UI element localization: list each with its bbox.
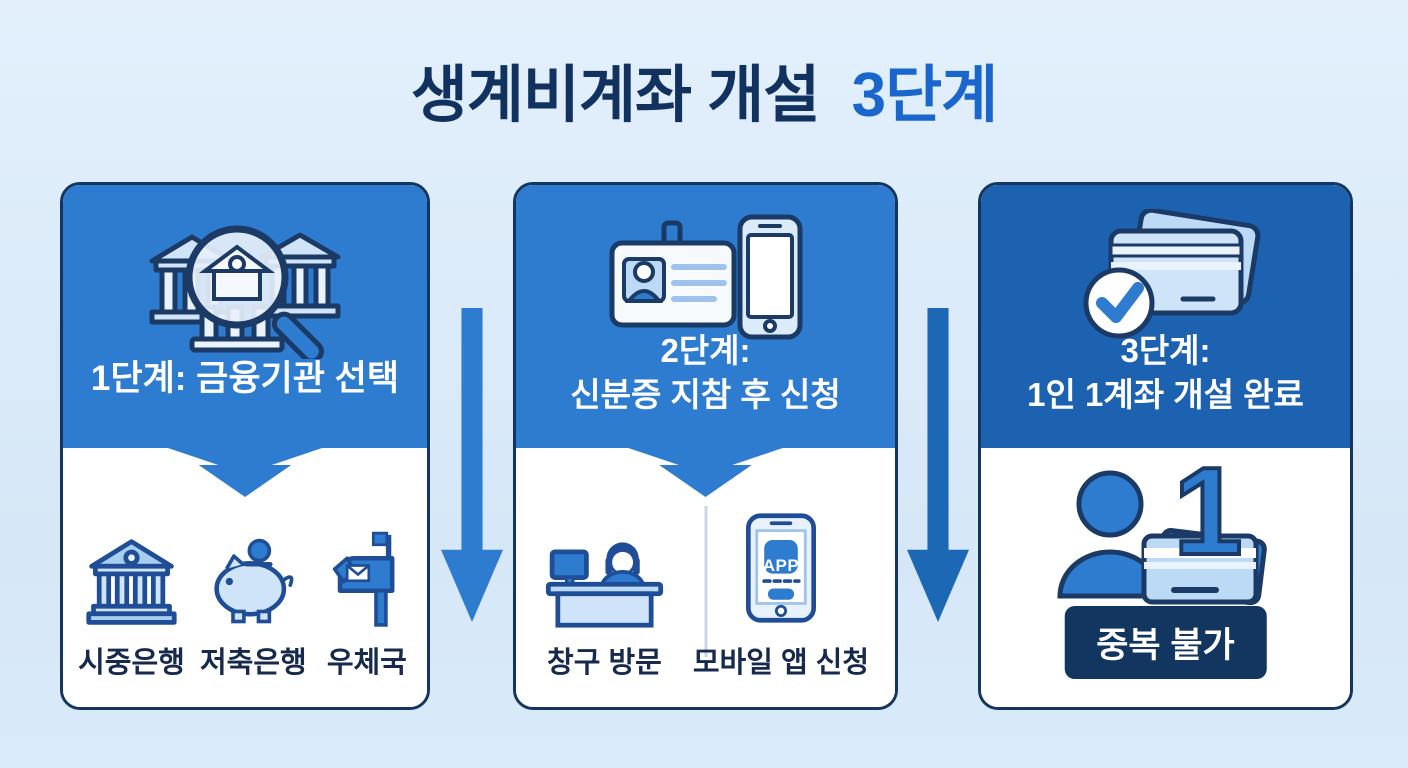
option-savings-bank: 저축은행: [200, 534, 307, 681]
step3-title: 3단계: 1인 1계좌 개설 완료: [981, 329, 1350, 418]
option-label: 모바일 앱 신청: [692, 647, 870, 679]
option-post-office: 우체국: [322, 529, 412, 681]
person-single-account-icon: 1: [1046, 448, 1286, 624]
option-commercial-bank: 시중은행: [78, 534, 185, 681]
step3-title-line2: 1인 1계좌 개설 완료: [1027, 376, 1304, 414]
options-divider: [704, 506, 707, 657]
option-visit-teller: 창구 방문: [542, 529, 667, 681]
option-label: 우체국: [326, 647, 407, 679]
piggy-bank-icon: [214, 538, 294, 624]
flow-arrow-1-icon: [441, 308, 503, 622]
page-title-main: 생계비계좌 개설: [410, 61, 821, 130]
page-title-highlight: 3단계: [851, 61, 999, 130]
app-screen-label: APP: [762, 556, 800, 575]
step2-title: 2단계: 신분증 지참 후 신청: [516, 329, 895, 418]
mailbox-icon: [332, 531, 395, 627]
step1-card: 1단계: 금융기관 선택: [60, 182, 430, 710]
id-card-phone-icon: [609, 214, 802, 340]
step2-title-line1: 2단계:: [660, 331, 751, 369]
flow-arrow-2-icon: [907, 308, 969, 622]
teller-desk-icon: [545, 542, 663, 628]
option-mobile-app: APP 모바일 앱 신청: [693, 512, 869, 681]
step3-card: 3단계: 1인 1계좌 개설 완료 1 중복 불가: [978, 182, 1353, 710]
person-card-graphic: [1056, 470, 1267, 606]
bank-search-icon: [149, 225, 341, 359]
step2-title-line2: 신분증 지참 후 신청: [570, 376, 841, 414]
page-title: 생계비계좌 개설 3단계: [0, 44, 1408, 134]
step2-card: 2단계: 신분증 지참 후 신청: [513, 182, 898, 710]
mobile-app-icon: [745, 513, 816, 623]
step1-header: 1단계: 금융기관 선택: [63, 185, 427, 448]
step3-header: 3단계: 1인 1계좌 개설 완료: [981, 185, 1350, 448]
option-label: 저축은행: [199, 647, 307, 679]
step2-header: 2단계: 신분증 지참 후 신청: [516, 185, 895, 448]
step3-body: 1 중복 불가: [981, 448, 1350, 707]
no-duplicate-badge: 중복 불가: [1064, 606, 1267, 679]
step1-title: 1단계: 금융기관 선택: [90, 358, 400, 398]
option-label: 창구 방문: [547, 647, 662, 679]
number-one-label: 1: [1172, 443, 1245, 581]
option-label: 시중은행: [78, 647, 185, 679]
step3-title-line1: 3단계:: [1120, 331, 1211, 369]
bank-icon: [86, 539, 177, 625]
credit-card-check-icon: [1083, 209, 1260, 339]
